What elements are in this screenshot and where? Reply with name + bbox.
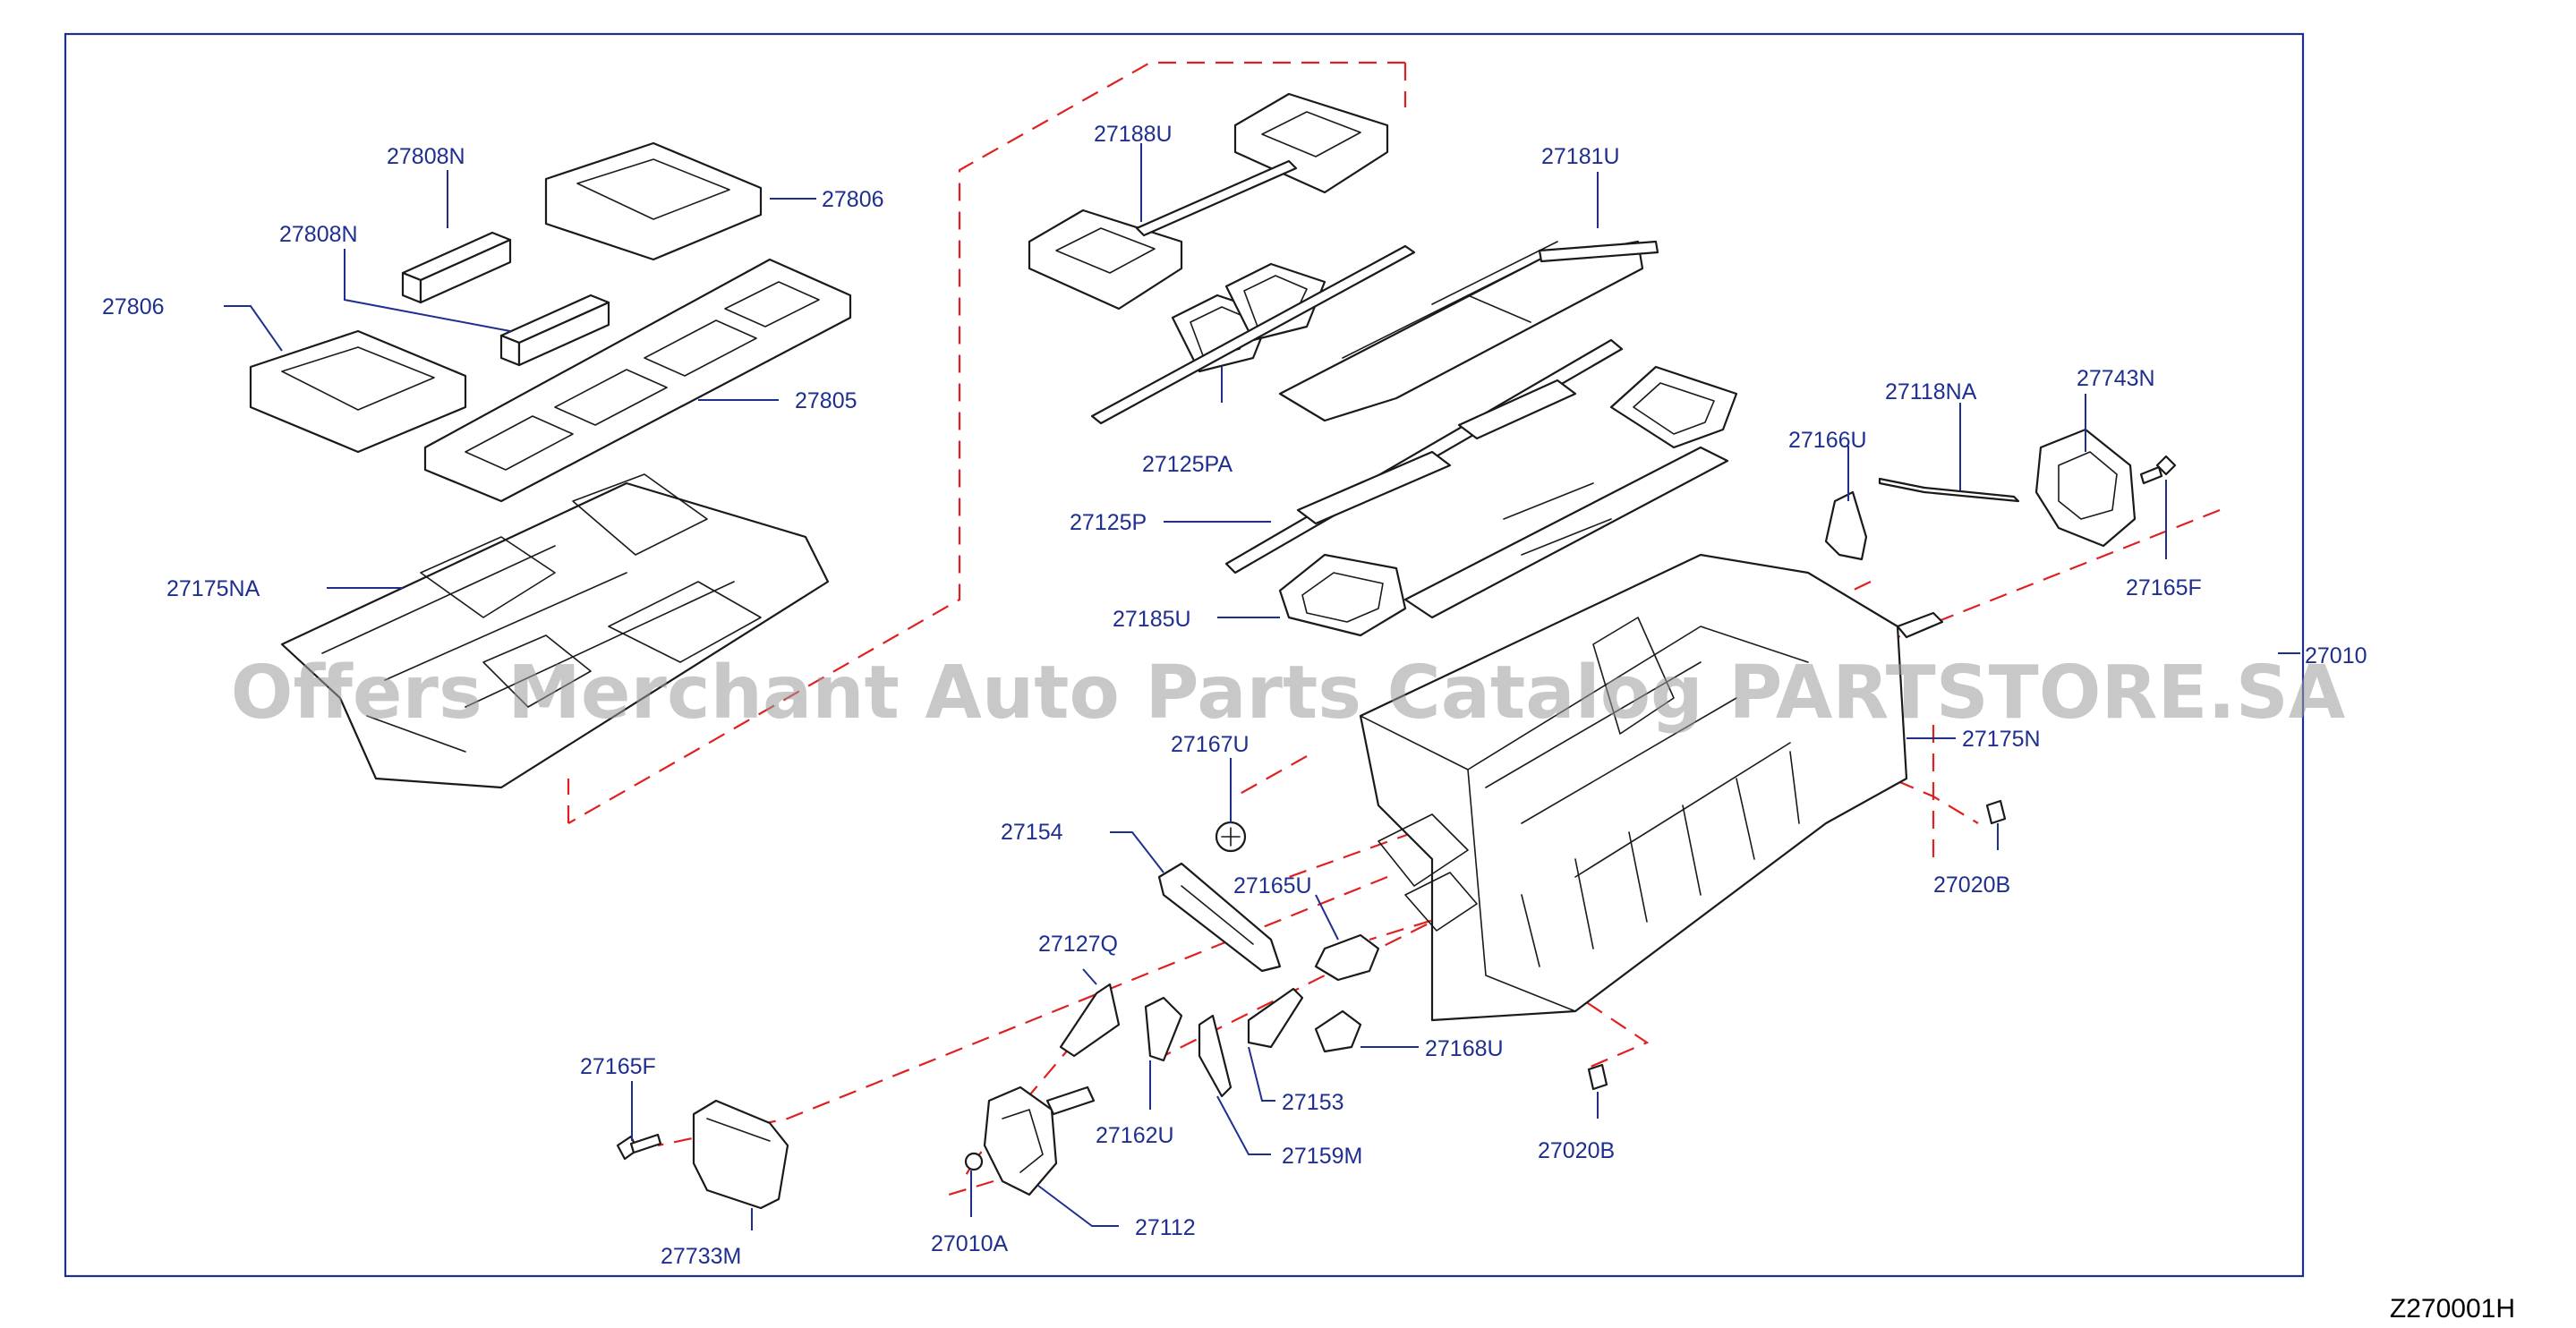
shaft-27125P	[1224, 338, 1624, 575]
label-27188U: 27188U	[1094, 122, 1173, 147]
lever-27154	[1157, 862, 1282, 973]
label-27153: 27153	[1282, 1090, 1344, 1115]
label-27010: 27010	[2305, 643, 2367, 668]
label-27806-left: 27806	[102, 294, 165, 319]
label-27010A: 27010A	[931, 1231, 1009, 1256]
diagram-frame	[64, 32, 2305, 1278]
diagram-code: Z270001H	[2390, 1294, 2515, 1324]
label-27185U: 27185U	[1113, 607, 1191, 632]
label-27165F-left: 27165F	[580, 1054, 656, 1079]
filter-27806-left	[249, 329, 467, 454]
label-27020B-right: 27020B	[1933, 873, 2010, 898]
label-27743N: 27743N	[2077, 366, 2155, 391]
filter-27808N-mid	[499, 294, 610, 367]
assembly-dashed-lines	[567, 61, 2221, 1196]
rod-27118NA	[1878, 477, 2020, 503]
screw-27165F-right	[2139, 455, 2177, 485]
filter-27808N-top	[401, 231, 512, 304]
case-27175NA	[280, 473, 830, 789]
label-27162U: 27162U	[1096, 1123, 1174, 1148]
watermark-text: Offers Merchant Auto Parts Catalog PARTS…	[231, 651, 2346, 736]
label-27165F-right: 27165F	[2126, 575, 2202, 600]
leader-lines	[224, 143, 2300, 1230]
label-27175N: 27175N	[1962, 727, 2041, 752]
label-27808N-top: 27808N	[387, 144, 465, 169]
clip-27020B-right	[1985, 799, 2007, 825]
lever-27166U	[1824, 490, 1868, 561]
filter-27806-right	[544, 141, 763, 261]
label-27127Q: 27127Q	[1038, 932, 1118, 957]
link-27165U	[1314, 933, 1380, 982]
lever-27127Q	[1059, 983, 1121, 1058]
label-27175NA: 27175NA	[166, 576, 260, 601]
label-27165U: 27165U	[1233, 873, 1312, 898]
door-27188U	[1028, 92, 1389, 311]
lever-27159M	[1198, 1014, 1233, 1098]
door-27185U	[1278, 365, 1738, 637]
label-27168U: 27168U	[1425, 1036, 1504, 1061]
label-27125P: 27125P	[1070, 510, 1147, 535]
lever-27153	[1247, 987, 1304, 1049]
label-27118NA: 27118NA	[1885, 379, 1977, 404]
label-27808N-mid: 27808N	[279, 222, 358, 247]
screw-27165F-left	[616, 1133, 662, 1161]
label-27159M: 27159M	[1282, 1144, 1362, 1169]
label-27020B-bottom: 27020B	[1538, 1138, 1615, 1163]
label-27806-right: 27806	[822, 187, 884, 212]
door-27181U	[1278, 240, 1659, 422]
washer-27010A	[964, 1152, 984, 1171]
label-27181U: 27181U	[1541, 144, 1620, 169]
part-labels: 27808N 27806 27808N 27806 27805 27175NA …	[102, 122, 2367, 1269]
link-27168U	[1314, 1009, 1362, 1053]
label-27167U: 27167U	[1171, 732, 1250, 757]
link-27112	[983, 1085, 1096, 1196]
label-27112: 27112	[1135, 1215, 1196, 1240]
label-27733M: 27733M	[661, 1244, 741, 1269]
label-27166U: 27166U	[1788, 428, 1867, 453]
link-27167U	[1215, 821, 1247, 853]
actuator-27743N	[2034, 428, 2137, 548]
clip-27020B-bottom	[1587, 1063, 1608, 1091]
actuator-27733M	[692, 1099, 789, 1210]
door-27125PA	[1090, 244, 1416, 425]
label-27154: 27154	[1001, 820, 1063, 845]
label-27125PA: 27125PA	[1142, 452, 1233, 477]
label-27805: 27805	[795, 388, 857, 413]
lever-27162U	[1144, 996, 1183, 1062]
filter-holder-27805	[423, 258, 852, 503]
heater-case-27175N	[1359, 553, 1944, 1022]
